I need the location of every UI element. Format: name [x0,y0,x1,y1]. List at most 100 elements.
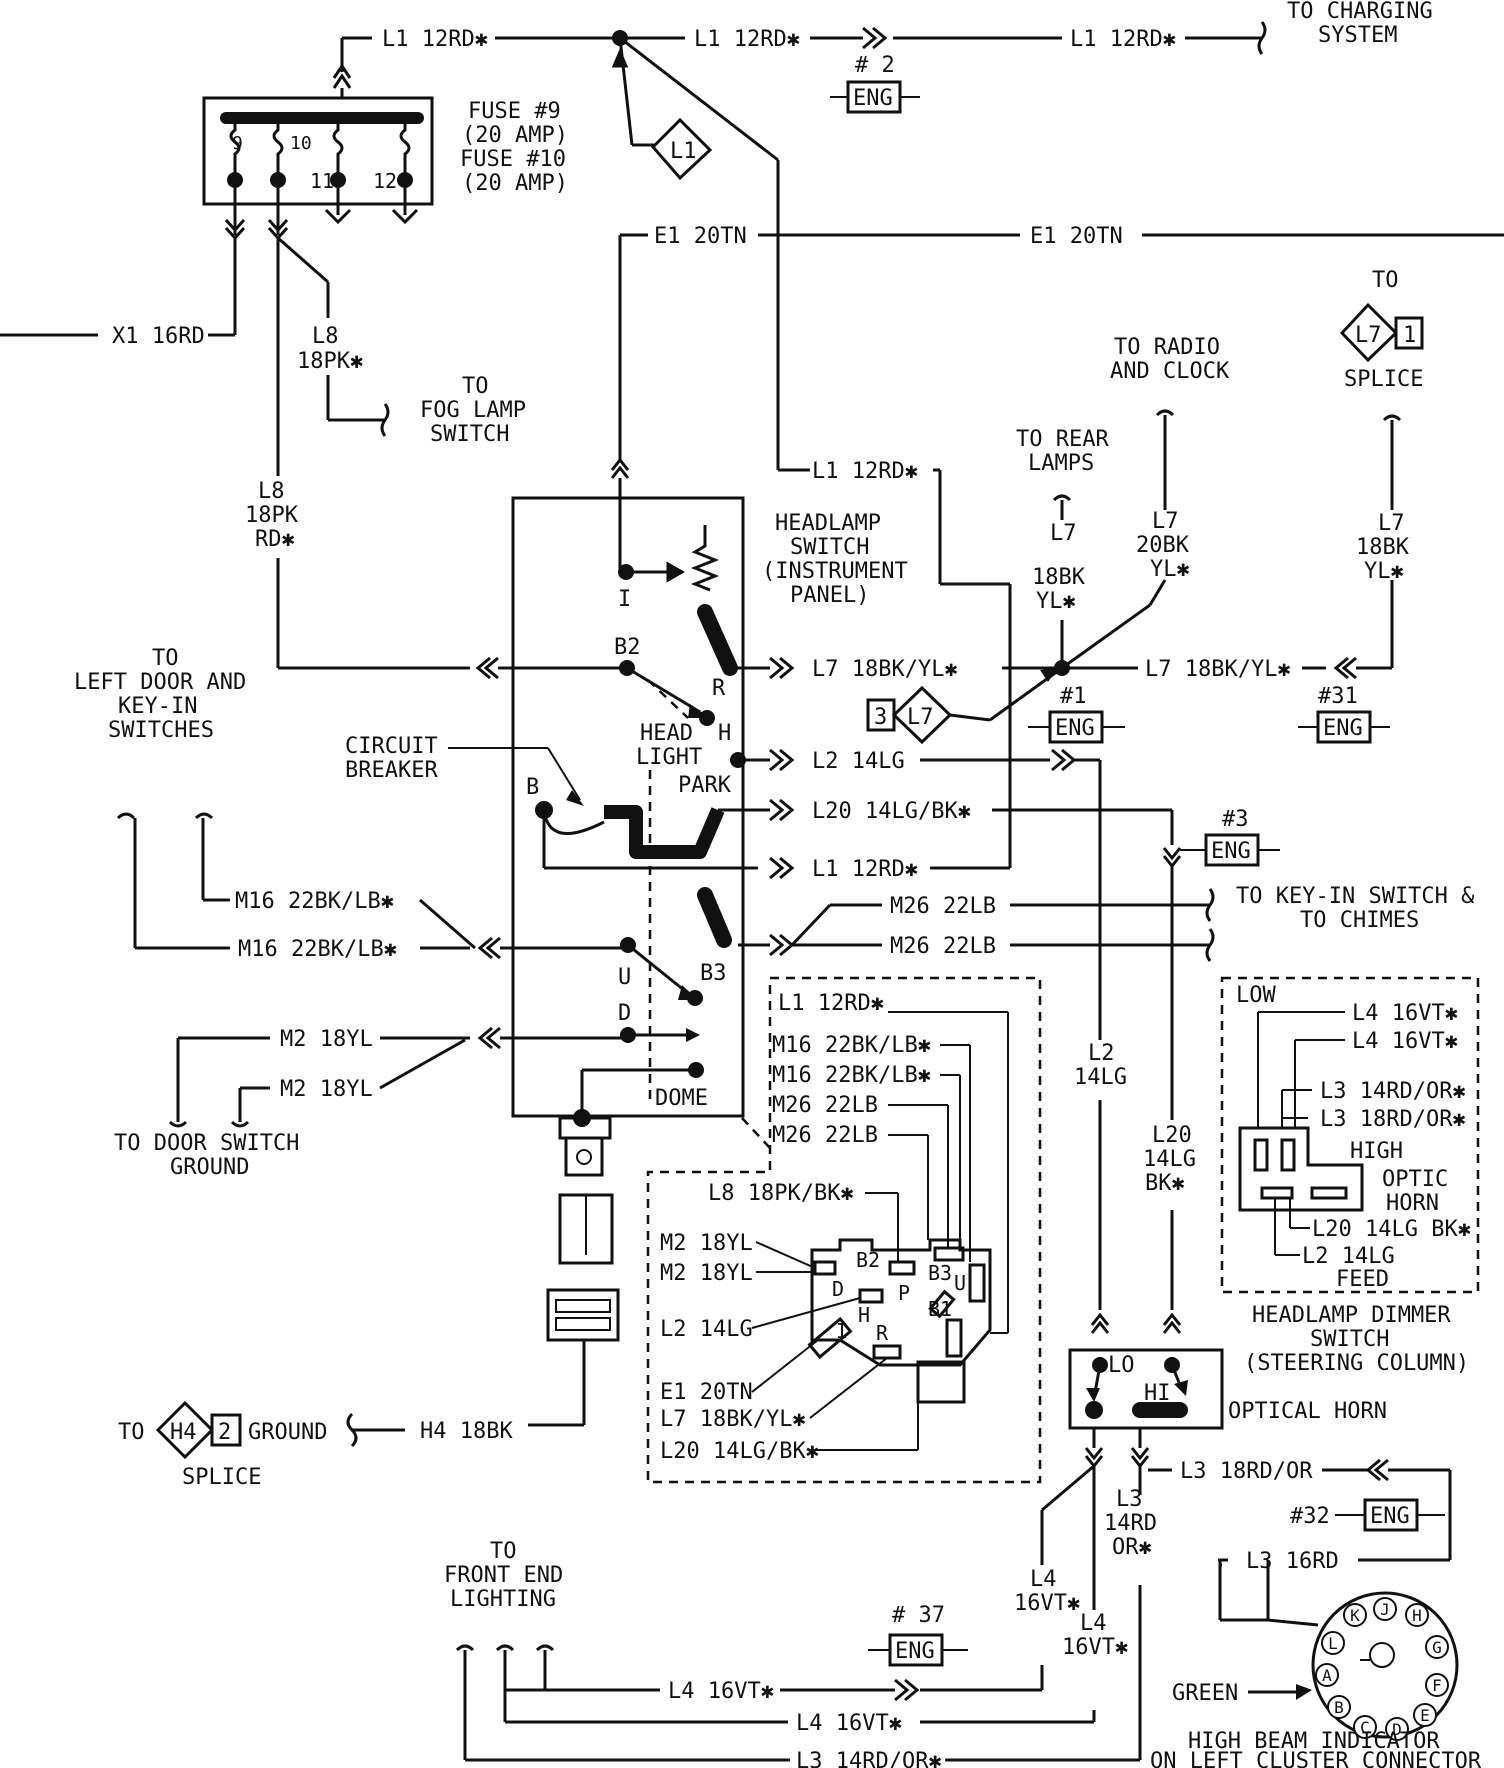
horn-l2: L2 14LG [1302,1244,1395,1269]
horn-l4-b: L4 16VT✱ [1352,1029,1458,1054]
pin-label-m16b: M16 22BK/LB✱ [772,1063,931,1088]
horn-optic: OPTIC [1382,1167,1448,1192]
to-keyin-2: TO CHIMES [1300,908,1419,933]
wire-h4: H4 18BK [420,1419,513,1444]
to-front-3: LIGHTING [450,1587,556,1612]
pin-b3: B3 [928,1261,952,1285]
wire-l1-c: L1 12RD✱ [1070,27,1176,52]
wire-l4-a: L4 16VT✱ [668,1679,774,1704]
wire-l7-splice-18bk: 18BK [1356,535,1410,560]
to-charging-label: TO CHARGING [1287,0,1433,24]
wire-l7-main: L7 18BK/YL✱ [812,657,958,682]
l20-wire [718,798,1182,1334]
green-label: GREEN [1172,1681,1238,1706]
hb-label-1: HIGH BEAM INDICATOR [1188,1729,1440,1754]
pin-circle [1425,1673,1449,1697]
pin-circle [1413,1703,1437,1727]
splice-top-label: SPLICE [1344,367,1423,392]
wire-l8-18pk-b: 18PK [245,503,299,528]
left-door-4: SWITCHES [108,718,214,743]
to-radio-2: AND CLOCK [1110,359,1230,384]
pin-label-e1: E1 20TN [660,1380,753,1405]
fuse10-amp: (20 AMP) [462,171,568,196]
dimmer-label-1: HEADLAMP DIMMER [1252,1303,1451,1328]
wire-l8-a: L8 [312,324,339,349]
pin-letter: E [1420,1706,1430,1725]
wire-l7-radio: L7 [1152,509,1179,534]
cb-label-1: CIRCUIT [345,734,438,759]
wire-m16-a: M16 22BK/LB✱ [235,889,394,914]
l1-lower-wire [769,856,795,880]
pin-circle [1385,1717,1409,1741]
x1-wire [0,238,237,337]
wire-l3-v-14rd: 14RD [1104,1511,1157,1536]
pin-letter: L [1328,1634,1338,1653]
wire-l1-b: L1 12RD✱ [694,27,800,52]
pin-p: P [898,1281,910,1305]
wire-l3-bottom: L3 14RD/OR✱ [796,1749,942,1768]
wire-l4-v1: L4 [1030,1567,1057,1592]
pin-circle [1343,1603,1367,1627]
pin-letter: F [1432,1676,1442,1695]
cb-label-2: BREAKER [345,758,438,783]
to-front-2: FRONT END [444,1563,563,1588]
hs-term-d: D [618,1001,631,1026]
pin-letter: K [1350,1606,1360,1625]
pin-label-m2a: M2 18YL [660,1231,753,1256]
wire-e1-a: E1 20TN [654,224,747,249]
connector-1-label: #1 [1060,684,1087,709]
pin-u: U [954,1271,966,1295]
wire-m2-b: M2 18YL [280,1077,373,1102]
optic-horn-box [1220,976,1480,1294]
connector-3-label: #3 [1222,807,1249,832]
hs-label-3: (INSTRUMENT [762,559,908,584]
pin-label-m26a: M26 22LB [772,1093,878,1118]
pin-letter: J [1380,1600,1390,1619]
connector-32-eng: ENG [1370,1504,1410,1529]
horn-l3-b: L3 18RD/OR✱ [1320,1107,1466,1132]
wire-l7-rear-yl: YL✱ [1036,589,1076,614]
connector-37-eng: ENG [895,1639,935,1664]
connector-3 [1180,833,1280,867]
pin-label-l7: L7 18BK/YL✱ [660,1407,806,1432]
pin-d: D [832,1277,844,1301]
splice-l7-mid-num: 3 [874,705,887,730]
left-door-3: KEY-IN [118,694,197,719]
pin-letter: B [1334,1698,1344,1717]
pin-label-l1: L1 12RD✱ [778,991,884,1016]
horn-low: LOW [1236,983,1276,1008]
hs-term-i: I [618,587,631,612]
horn-l4-a: L4 16VT✱ [1352,1001,1458,1026]
connector-2 [830,80,920,114]
hs-label-2: SWITCH [790,535,869,560]
pin-b1: B1 [928,1297,952,1321]
splice-l1 [650,117,713,181]
wire-l7-radio-yl: YL✱ [1150,557,1190,582]
wire-e1-b: E1 20TN [1030,224,1123,249]
connector-31-eng: ENG [1323,716,1363,741]
l8-fog-wire [276,236,622,680]
connector-32-label: #32 [1290,1504,1330,1529]
connector-2-eng: ENG [853,86,893,111]
pin-circle [1327,1695,1351,1719]
horn-l3-a: L3 14RD/OR✱ [1320,1079,1466,1104]
system-label: SYSTEM [1318,23,1397,48]
connector-37 [868,1633,968,1667]
connector-32 [1335,1498,1445,1532]
hs-term-dome: DOME [655,1086,708,1111]
to-fog-1: TO [462,374,489,399]
hs-term-r: R [712,676,726,701]
pin-label-m26b: M26 22LB [772,1123,878,1148]
pin-circle [1353,1715,1377,1739]
pin-letter: D [1392,1720,1402,1739]
horn-l20: L20 14LG BK✱ [1312,1217,1471,1242]
wire-l2: L2 14LG [812,749,905,774]
connector-2-label: # 2 [855,53,895,78]
m16-wires [116,812,628,960]
wire-l3-16rd: L3 16RD [1246,1549,1339,1574]
wire-m2-a: M2 18YL [280,1027,373,1052]
to-fog-3: SWITCH [430,422,509,447]
left-door-2: LEFT DOOR AND [74,670,246,695]
fuse-12-num: 12 [373,169,397,193]
fuse9-amp: (20 AMP) [462,123,568,148]
